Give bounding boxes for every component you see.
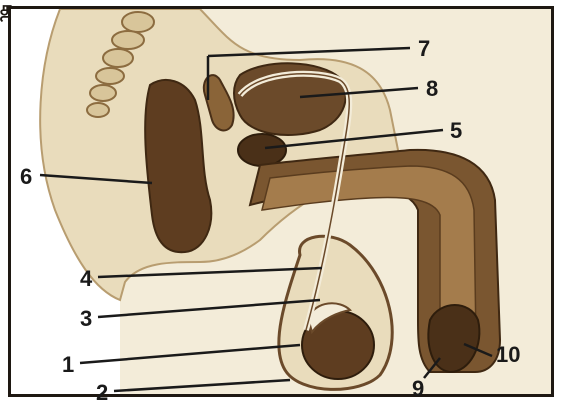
label-2: 2 [96, 382, 108, 404]
label-1: 1 [62, 354, 74, 376]
label-6: 6 [20, 166, 32, 188]
label-5: 5 [450, 120, 462, 142]
label-9: 9 [412, 378, 424, 400]
label-7: 7 [418, 38, 430, 60]
label-8: 8 [426, 78, 438, 100]
label-4: 4 [80, 268, 92, 290]
label-10: 10 [496, 344, 520, 366]
prostate [238, 134, 286, 166]
label-3: 3 [80, 308, 92, 330]
